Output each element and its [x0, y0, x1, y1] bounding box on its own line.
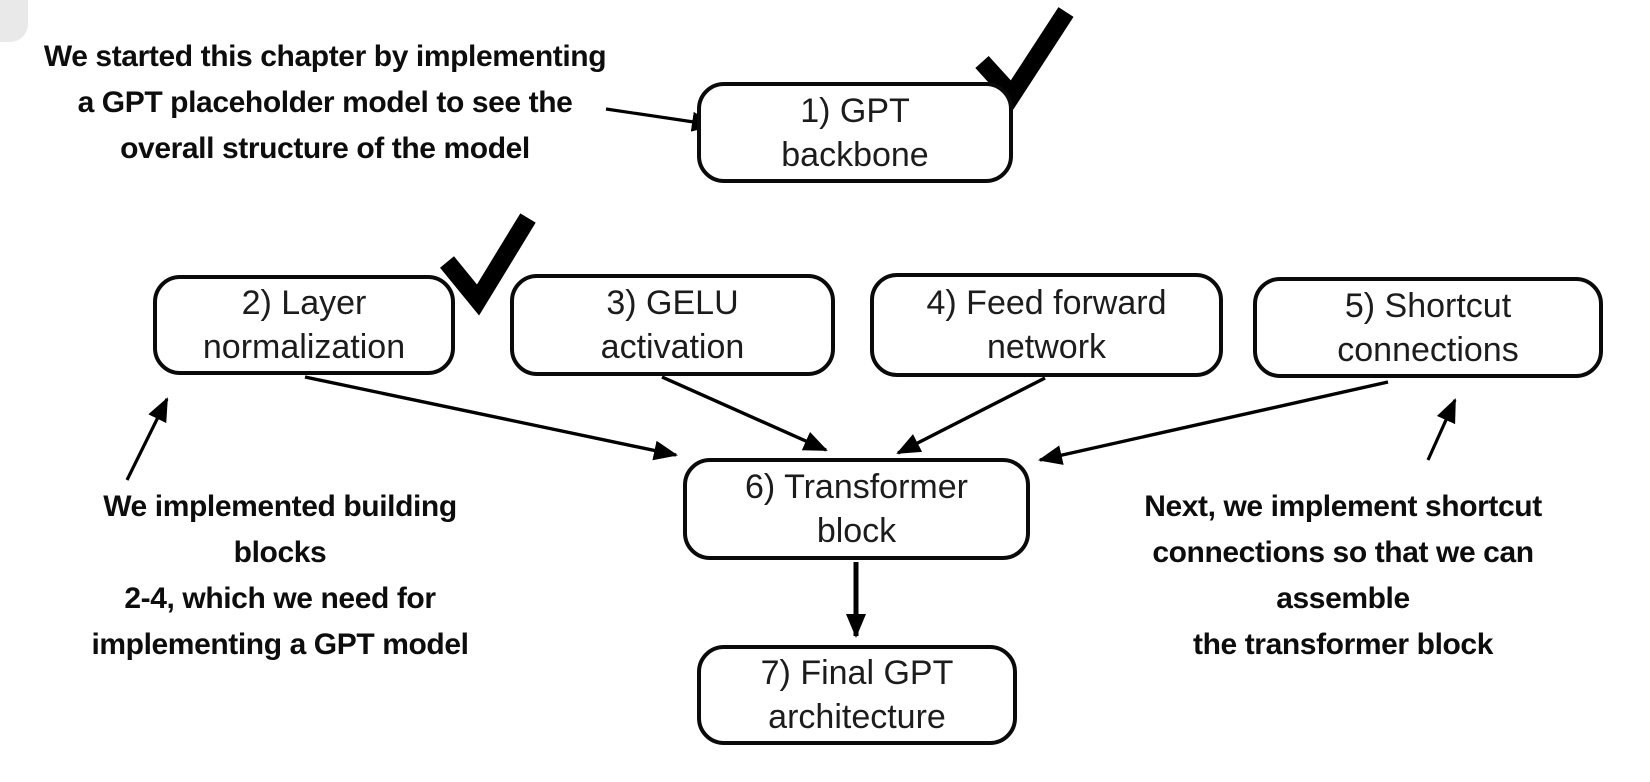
annotation-line: implementing a GPT model — [91, 628, 469, 661]
annotation-line: a GPT placeholder model to see the — [77, 86, 573, 119]
arrow-shortcut-connections-to-transformer-block — [1038, 380, 1389, 465]
annotation-intro: We started this chapter by implementing … — [40, 34, 610, 172]
annotation-line: We implemented building blocks — [103, 490, 457, 569]
node-label-line: 4) Feed forward — [926, 284, 1167, 322]
node-label-line: backbone — [781, 135, 929, 174]
node-label-line: 6) Transformer — [745, 468, 968, 506]
annotation-building-blocks: We implemented building blocks 2-4, whic… — [60, 484, 500, 668]
arrow-gelu-activation-to-transformer-block — [661, 375, 828, 452]
node-feed-forward-network: 4) Feed forward network — [870, 273, 1223, 377]
node-layer-normalization: 2) Layer normalization — [153, 275, 455, 375]
node-label-line: architecture — [768, 698, 946, 736]
node-shortcut-connections: 5) Shortcut connections — [1253, 277, 1603, 378]
arrow-feed-forward-to-transformer-block — [896, 376, 1046, 455]
node-label-line: activation — [600, 328, 745, 366]
annotation-line: connections so that we can assemble — [1152, 536, 1534, 615]
node-label-line: 7) Final GPT — [760, 654, 954, 692]
screen-corner-artifact — [0, 0, 28, 42]
annotation-next-shortcut: Next, we implement shortcut connections … — [1118, 484, 1568, 668]
annotation-line: We started this chapter by implementing — [43, 40, 607, 73]
annotation-line: 2-4, which we need for — [124, 582, 436, 615]
node-label-line: 2) Layer — [241, 284, 367, 322]
node-label-line: 3) GELU — [606, 284, 739, 322]
node-gelu-activation: 3) GELU activation — [510, 274, 835, 376]
arrow-layer-normalization-to-transformer-block — [304, 375, 678, 461]
node-final-gpt-architecture: 7) Final GPT architecture — [697, 645, 1017, 745]
arrow-building-blocks-annotation-to-layer-normalization — [125, 397, 169, 481]
node-label-line: 5) Shortcut — [1344, 286, 1512, 325]
annotation-line: the transformer block — [1192, 628, 1493, 661]
node-label-line: network — [986, 328, 1107, 366]
node-label-line: block — [816, 512, 897, 550]
node-label-line: 1) GPT — [800, 91, 910, 130]
node-transformer-block: 6) Transformer block — [683, 458, 1030, 560]
arrow-next-shortcut-annotation-to-shortcut-connections — [1426, 398, 1457, 461]
node-gpt-backbone: 1) GPT backbone — [697, 82, 1013, 183]
node-label-line: normalization — [202, 328, 406, 366]
node-label-line: connections — [1337, 330, 1519, 369]
annotation-line: overall structure of the model — [120, 132, 530, 165]
annotation-line: Next, we implement shortcut — [1144, 490, 1542, 523]
